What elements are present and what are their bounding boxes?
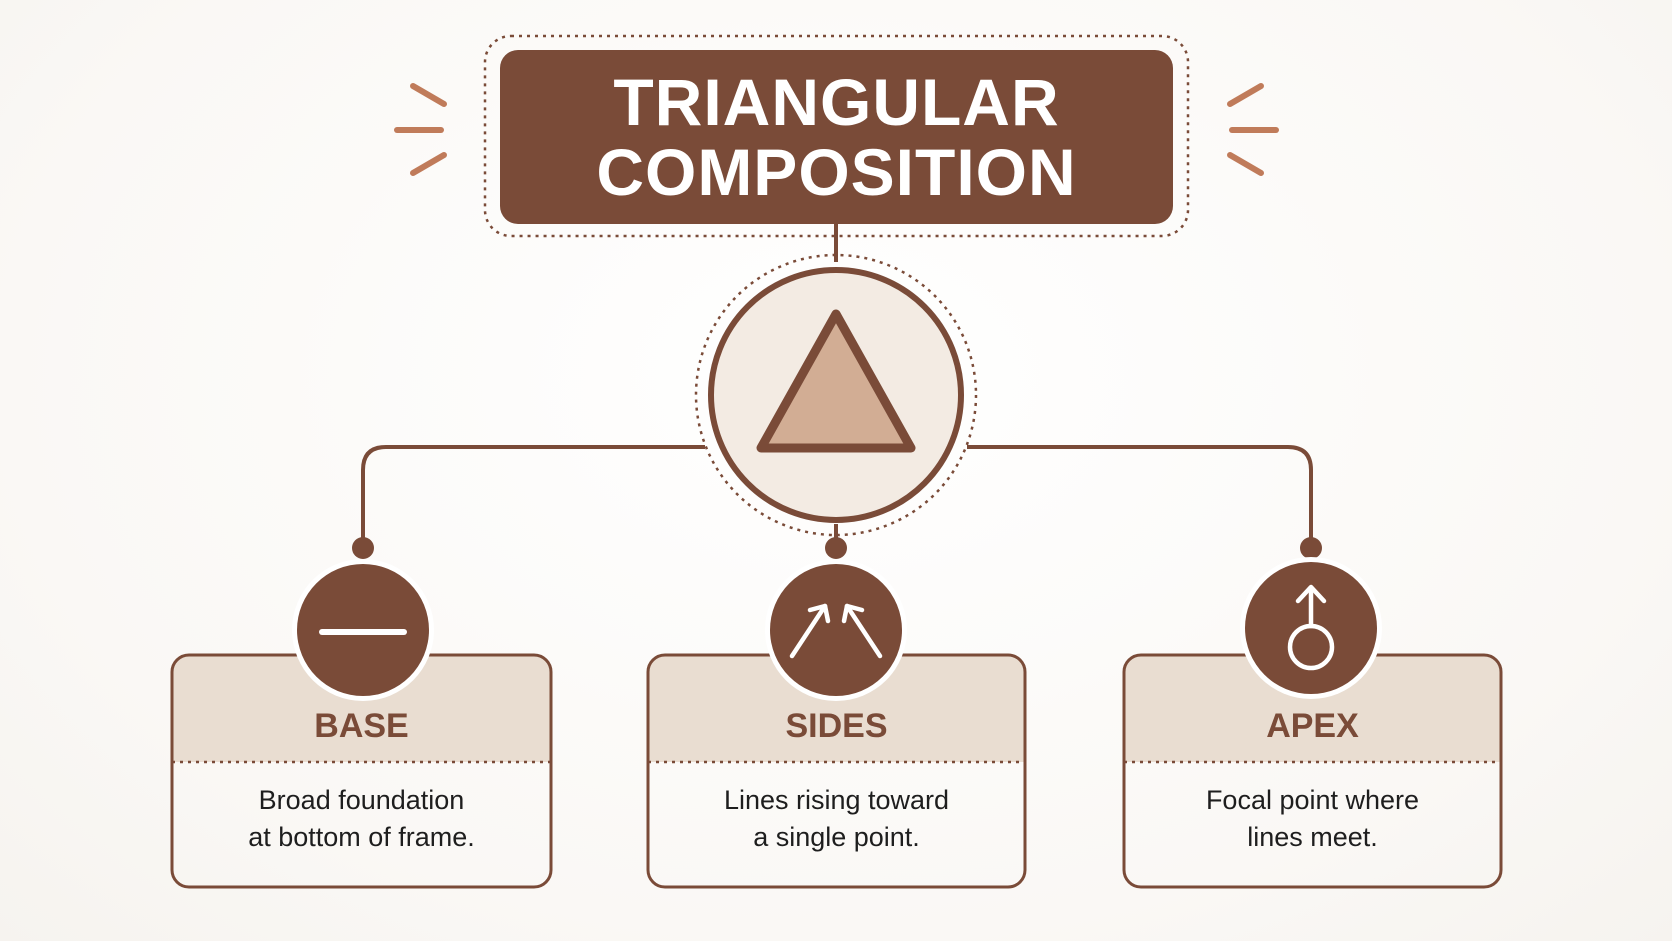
card-base-desc-line-2: at bottom of frame. <box>248 822 475 852</box>
card-sides-desc-line-2: a single point. <box>753 822 920 852</box>
card-apex-desc-line-2: lines meet. <box>1247 822 1378 852</box>
page-title: TRIANGULAR COMPOSITION <box>500 50 1173 224</box>
title-box <box>500 50 1173 224</box>
center-circle-outline <box>694 253 978 537</box>
card-apex-label: APEX <box>1266 707 1359 745</box>
junction-dot-right <box>1300 537 1322 559</box>
title-line-1: TRIANGULAR <box>613 65 1060 139</box>
card-apex-desc-line-1: Focal point where <box>1205 785 1420 815</box>
horizontal-line-icon <box>292 559 434 701</box>
branch-connector-left <box>361 445 705 546</box>
converging-arrows-icon <box>765 559 907 701</box>
card-sides-description: Lines rising toward a single point. <box>648 782 1025 856</box>
card-base-label: BASE <box>314 707 409 745</box>
sparkle-right-icon <box>1227 83 1279 176</box>
branch-connector-right <box>967 445 1313 546</box>
card-base-description: Broad foundation at bottom of frame. <box>172 782 551 856</box>
card-apex-description: Focal point where lines meet. <box>1124 782 1501 856</box>
card-base-desc-line-1: Broad foundation <box>258 785 465 815</box>
junction-dot-middle <box>825 537 847 559</box>
sparkle-left-icon <box>394 83 447 176</box>
card-sides-desc-line-1: Lines rising toward <box>723 785 950 815</box>
title-line-2: COMPOSITION <box>596 135 1077 209</box>
junction-dot-left <box>352 537 374 559</box>
circle-arrow-up-icon <box>1240 557 1382 699</box>
triangle-icon <box>756 309 916 453</box>
card-sides-label: SIDES <box>785 707 888 745</box>
